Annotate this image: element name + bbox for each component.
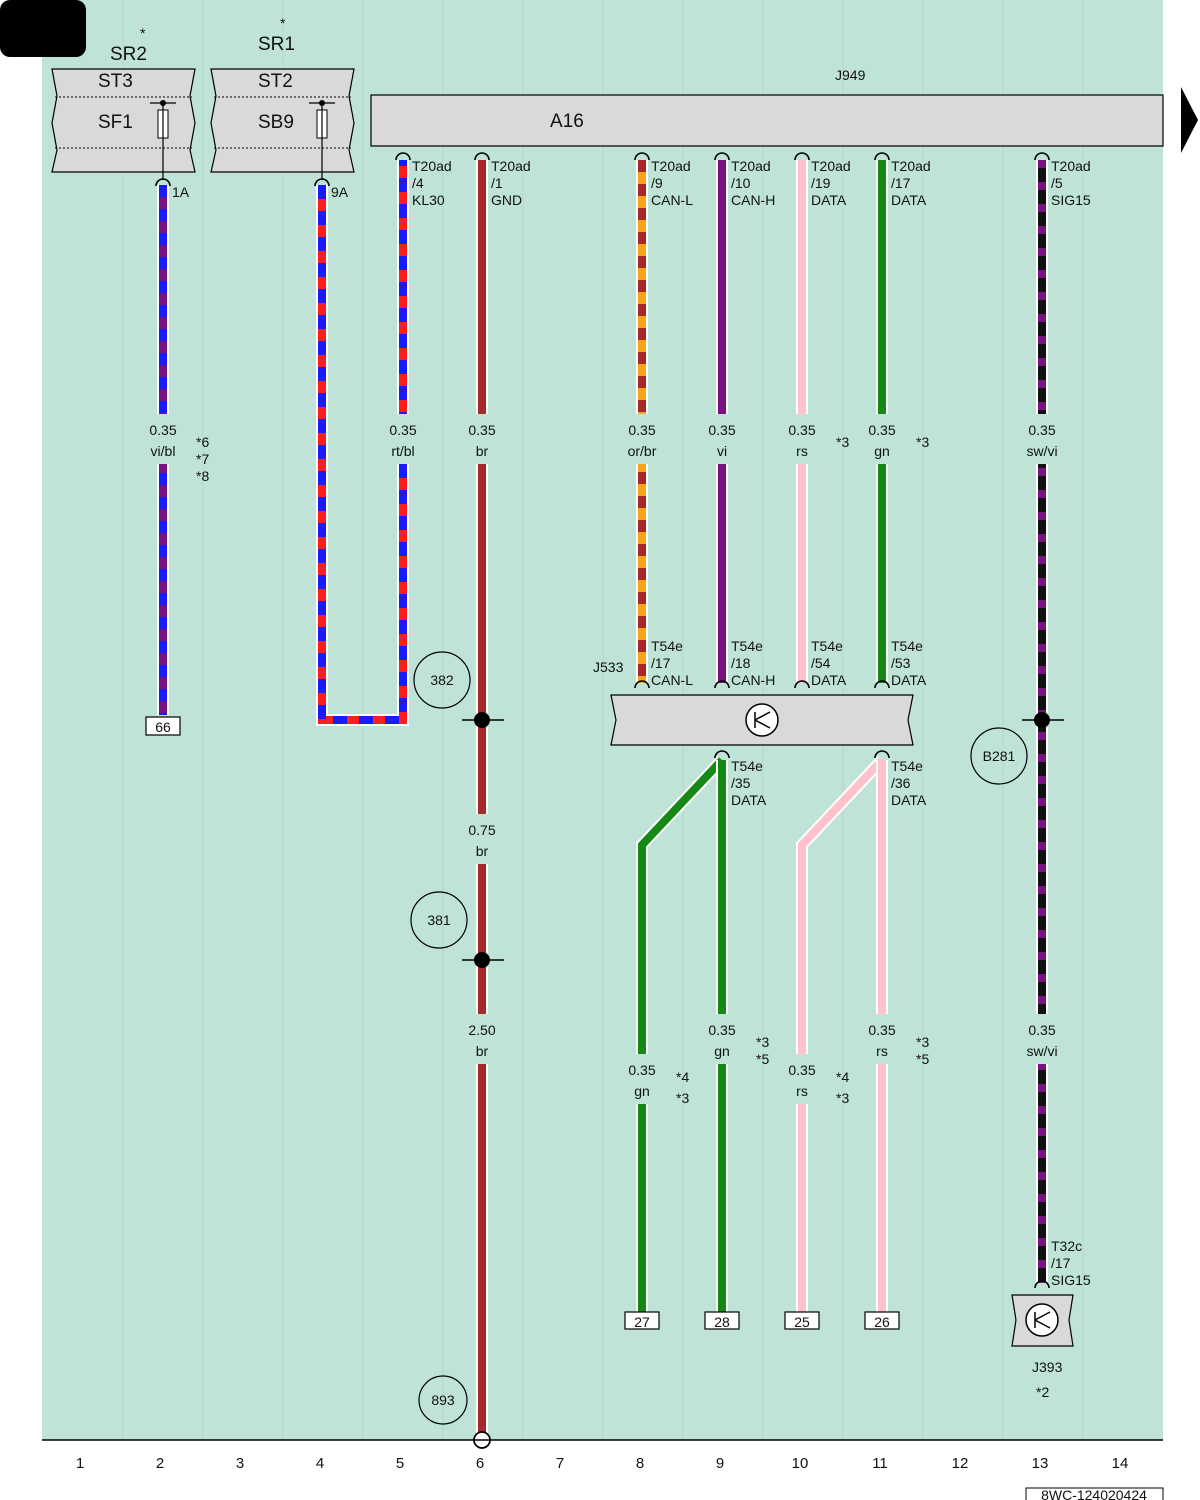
footnotes: *6*7*8 *3 *3 *4*3 *3*5 *4*3 *3*5: [196, 434, 929, 1106]
footnote: *3: [916, 434, 929, 450]
column-number: 7: [556, 1455, 564, 1472]
column-number: 6: [476, 1455, 484, 1472]
ground-382: 382: [430, 672, 454, 688]
j949-inner: A16: [550, 111, 584, 132]
footnote: *3*5: [916, 1034, 929, 1067]
sr2-fuse: SF1: [98, 112, 133, 133]
component-j393: J393 *2: [1011, 1294, 1074, 1400]
column-numbers: 1 2 3 4 5 6 7 8 9 10 11 12 13 14: [76, 1455, 1129, 1472]
fuse-pin-sr1: 9A: [331, 184, 349, 200]
footnote: *3*5: [756, 1034, 769, 1067]
footnote: *4*3: [836, 1069, 849, 1106]
ground-893: 893: [431, 1392, 455, 1408]
diagram-code: 8WC-124020424: [1041, 1487, 1147, 1500]
column-number: 2: [156, 1455, 164, 1472]
column-number: 10: [792, 1455, 809, 1472]
column-number: 5: [396, 1455, 404, 1472]
next-page-arrow-icon[interactable]: [1181, 87, 1198, 153]
reference-boxes[interactable]: 66 27 28 25 26: [145, 716, 900, 1330]
reference-25[interactable]: 25: [794, 1314, 810, 1330]
ground-markers: 382 381 893 B281: [410, 651, 1028, 1425]
component-j533: J533: [593, 659, 914, 746]
column-number: 14: [1112, 1455, 1129, 1472]
page-tab: [0, 0, 86, 57]
sr1-name: SR1: [258, 34, 295, 55]
component-sr1: SR1 * ST2 SB9: [210, 15, 355, 180]
component-j949: J949 A16: [370, 67, 1164, 147]
sr1-top: ST2: [258, 71, 293, 92]
sr1-asterisk: *: [280, 15, 286, 31]
ground-381: 381: [427, 912, 451, 928]
column-number: 12: [952, 1455, 969, 1472]
j393-name: J393: [1032, 1359, 1063, 1375]
reference-28[interactable]: 28: [714, 1314, 730, 1330]
sr2-asterisk: *: [140, 25, 146, 41]
footnote: *6*7*8: [196, 434, 209, 484]
diagram-code-box: [1025, 1487, 1164, 1500]
j393-note: *2: [1036, 1384, 1049, 1400]
column-number: 1: [76, 1455, 84, 1472]
column-number: 11: [872, 1455, 888, 1472]
footnote: *3: [836, 434, 849, 450]
reference-27[interactable]: 27: [634, 1314, 650, 1330]
j949-name: J949: [835, 67, 866, 83]
column-number: 8: [636, 1455, 644, 1472]
column-number: 13: [1032, 1455, 1049, 1472]
reference-66[interactable]: 66: [155, 719, 171, 735]
j533-name: J533: [593, 659, 624, 675]
column-number: 4: [316, 1455, 324, 1472]
splice-point: [1034, 712, 1050, 728]
control-unit-icon: [745, 703, 779, 737]
sr2-name: SR2: [110, 44, 147, 65]
fuse-pin-sr2: 1A: [172, 184, 190, 200]
reference-26[interactable]: 26: [874, 1314, 890, 1330]
junction-b281: B281: [983, 748, 1016, 764]
column-number: 9: [716, 1455, 724, 1472]
component-sr2: SR2 * ST3 SF1: [51, 25, 196, 180]
splice-point: [474, 712, 490, 728]
terminals: [155, 152, 1050, 1289]
control-unit-icon: [1025, 1303, 1059, 1337]
splice-point: [474, 952, 490, 968]
sr1-fuse: SB9: [258, 112, 294, 133]
sr2-top: ST3: [98, 71, 133, 92]
footnote: *4*3: [676, 1069, 689, 1106]
column-number: 3: [236, 1455, 244, 1472]
